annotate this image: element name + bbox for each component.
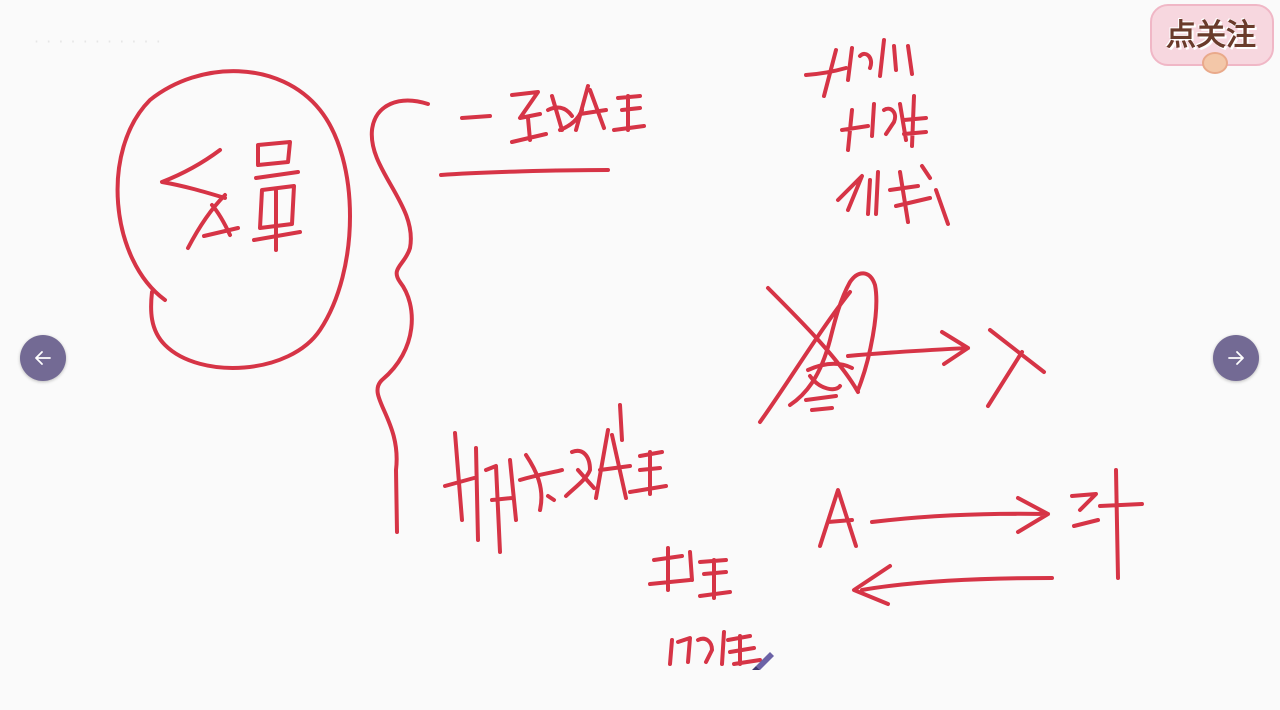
ink-glyph-left-3 — [252, 140, 302, 252]
ink-glyph-right-2 — [840, 94, 928, 152]
ink-glyph-small-2 — [668, 630, 762, 666]
ink-crossed-a — [758, 271, 879, 424]
ink-glyph-small-1 — [648, 546, 732, 600]
arrow-left-icon — [35, 351, 51, 365]
watermark: · · · · · · · · · · · — [34, 32, 162, 51]
ink-circle — [115, 69, 352, 370]
ink-glyph-bottom-3 — [564, 449, 596, 498]
ink-glyph-top-4 — [574, 84, 646, 132]
ink-glyph-left-1 — [160, 148, 227, 250]
follow-badge[interactable]: 点关注 — [1144, 0, 1276, 74]
ink-glyph-right-1 — [804, 38, 914, 98]
ink-glyph-top-2 — [510, 90, 548, 144]
ink-arrow-top — [846, 330, 970, 366]
arrow-right-icon — [1228, 351, 1244, 365]
ink-brace — [369, 98, 430, 534]
ink-glyph-arrow-right-target — [1070, 468, 1144, 580]
ink-glyph-right-3 — [836, 164, 950, 226]
next-slide-button[interactable] — [1213, 335, 1259, 381]
ink-glyph-a — [818, 488, 858, 548]
ink-glyph-bottom-4 — [594, 403, 668, 500]
ink-arrow-right — [870, 496, 1050, 534]
ink-arrow-left — [852, 564, 1054, 606]
follow-badge-label: 点关注 — [1166, 18, 1256, 53]
pen-cursor-icon — [752, 652, 774, 670]
ink-glyph-bottom-2 — [518, 453, 564, 512]
ink-glyph-arrow-top-target — [986, 328, 1046, 408]
pointing-hand-icon — [1202, 52, 1228, 74]
ink-glyph-bottom-1 — [443, 431, 518, 554]
ink-glyph-left-2 — [202, 203, 240, 238]
previous-slide-button[interactable] — [20, 335, 66, 381]
ink-underline-top — [439, 168, 610, 177]
ink-glyph-top-1 — [460, 114, 492, 120]
